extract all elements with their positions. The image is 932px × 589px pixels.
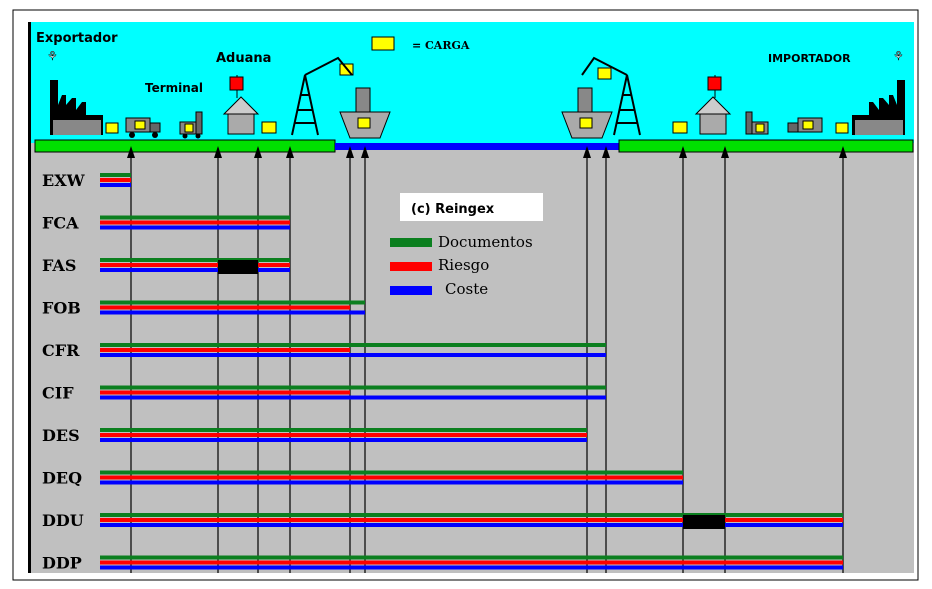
legend-label-documentos: Documentos [438,233,533,251]
bar-riesgo-des [100,433,587,437]
sea-strip [335,143,620,150]
term-label-fca: FCA [42,214,79,233]
term-label-fob: FOB [42,299,81,318]
bar-coste-fas [100,268,290,272]
legend-swatch-documentos [390,238,432,247]
bar-documentos-ddp [100,556,843,560]
bar-documentos-cif [100,386,606,390]
cargo-legend-swatch [372,37,394,50]
bar-riesgo-fob [100,306,350,310]
bar-documentos-fca [100,216,290,220]
bar-documentos-ddu [100,513,843,517]
term-label-fas: FAS [42,256,76,275]
bar-coste-exw [100,183,131,187]
bar-documentos-fob [100,301,365,305]
term-label-des: DES [42,426,80,445]
cargo-box [106,123,118,133]
legend-swatch-coste [390,286,432,295]
term-label-exw: EXW [42,171,86,190]
bar-riesgo-ddu [100,518,843,522]
cargo-legend-label: = CARGA [412,39,470,52]
bar-coste-ddp [100,566,843,570]
bar-documentos-deq [100,471,683,475]
exporter-label: Exportador [36,31,118,46]
bar-documentos-exw [100,173,131,177]
copyright-label: (c) Reingex [411,202,495,217]
legend-swatch-riesgo [390,262,432,271]
bar-coste-fca [100,226,290,230]
bar-riesgo-fas [100,263,290,267]
bar-coste-des [100,438,587,442]
legend-label-coste: Coste [445,280,488,298]
cargo-box [262,122,276,133]
bar-riesgo-ddp [100,561,843,565]
customs-block [218,260,258,274]
bar-coste-cif [100,396,606,400]
term-label-deq: DEQ [42,469,82,488]
bar-riesgo-cfr [100,348,350,352]
legend-label-riesgo: Riesgo [438,256,489,274]
term-label-ddu: DDU [42,511,84,530]
land-right [619,140,913,152]
bar-documentos-cfr [100,343,606,347]
bar-riesgo-exw [100,178,131,182]
svg-text:⚘: ⚘ [893,49,904,63]
bar-coste-cfr [100,353,606,357]
cargo-box [673,122,687,133]
bar-coste-ddu [100,523,843,527]
svg-text:⚘: ⚘ [47,49,58,63]
bar-coste-deq [100,481,683,485]
cargo-box [836,123,848,133]
importer-label: IMPORTADOR [768,52,851,65]
bar-documentos-des [100,428,587,432]
customs-block [683,515,725,529]
cargo-box [598,68,611,79]
bar-documentos-fas [100,258,290,262]
term-label-cif: CIF [42,384,74,403]
term-label-ddp: DDP [42,554,82,573]
terminal-label: Terminal [145,81,203,95]
customs-label: Aduana [216,51,271,66]
bar-coste-fob [100,311,365,315]
left-edge [28,22,31,573]
bar-riesgo-cif [100,391,350,395]
term-label-cfr: CFR [42,341,80,360]
bar-riesgo-fca [100,221,290,225]
bar-riesgo-deq [100,476,683,480]
